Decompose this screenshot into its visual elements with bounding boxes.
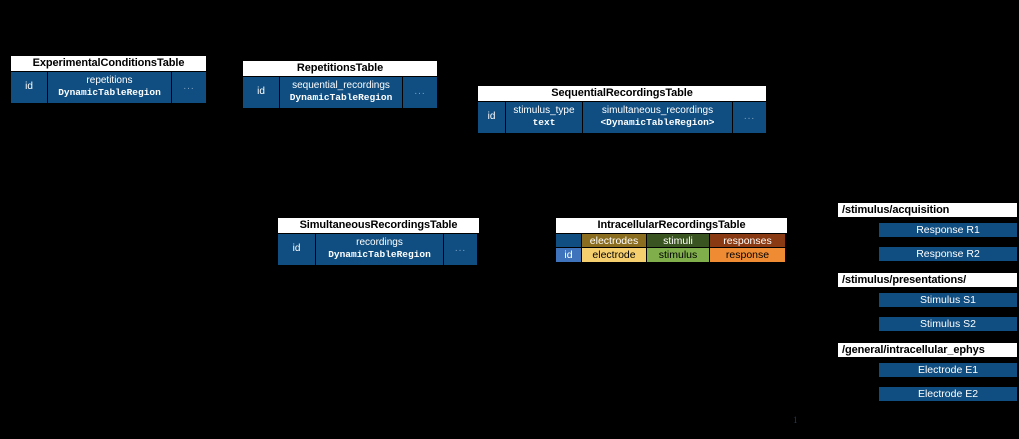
simultaneous-recordings-table: SimultaneousRecordingsTable id recording… — [277, 217, 480, 266]
column-recordings: recordings DynamicTableRegion — [316, 234, 444, 265]
sequential-recordings-table: SequentialRecordingsTable id stimulus_ty… — [477, 85, 767, 134]
stimulus-acquisition-panel: /stimulus/acquisition Response R1 Respon… — [837, 202, 1018, 262]
column-stimulus: stimulus — [647, 248, 710, 262]
simultaneous-recordings-table-title: SimultaneousRecordingsTable — [277, 217, 480, 233]
column-more: ... — [172, 72, 206, 103]
column-id: id — [243, 77, 280, 108]
stimulus-acquisition-panel-header: /stimulus/acquisition — [837, 202, 1018, 218]
stimulus-acquisition-items: Response R1 Response R2 — [878, 222, 1018, 262]
column-response: response — [710, 248, 785, 262]
column-stimulus-type: stimulus_type text — [506, 102, 583, 133]
column-simultaneous-recordings: simultaneous_recordings <DynamicTableReg… — [583, 102, 733, 133]
column-header-row: id electrode stimulus response — [556, 248, 787, 262]
category-id-spacer — [556, 234, 582, 248]
list-item-stimulus-s1[interactable]: Stimulus S1 — [878, 292, 1018, 308]
intracellular-recordings-table: IntracellularRecordingsTable electrodes … — [555, 217, 788, 263]
column-more: ... — [403, 77, 437, 108]
simultaneous-recordings-table-row: id recordings DynamicTableRegion ... — [277, 233, 480, 266]
column-id: id — [556, 248, 582, 262]
sequential-recordings-table-row: id stimulus_type text simultaneous_recor… — [477, 101, 767, 134]
column-repetitions: repetitions DynamicTableRegion — [48, 72, 172, 103]
column-id: id — [278, 234, 316, 265]
list-item-electrode-e2[interactable]: Electrode E2 — [878, 386, 1018, 402]
column-sequential-recordings: sequential_recordings DynamicTableRegion — [280, 77, 403, 108]
column-more: ... — [733, 102, 766, 133]
list-item-response-r1[interactable]: Response R1 — [878, 222, 1018, 238]
list-item-stimulus-s2[interactable]: Stimulus S2 — [878, 316, 1018, 332]
category-header-row: electrodes stimuli responses — [556, 234, 787, 248]
page-marker: 1 — [793, 415, 798, 425]
intracellular-recordings-grid: electrodes stimuli responses id electrod… — [555, 233, 788, 263]
column-id: id — [478, 102, 506, 133]
category-electrodes: electrodes — [582, 234, 647, 248]
repetitions-table-title: RepetitionsTable — [242, 60, 438, 76]
sequential-recordings-table-title: SequentialRecordingsTable — [477, 85, 767, 101]
experimental-conditions-table: ExperimentalConditionsTable id repetitio… — [10, 55, 207, 104]
stimulus-presentations-panel-header: /stimulus/presentations/ — [837, 272, 1018, 288]
intracellular-recordings-table-title: IntracellularRecordingsTable — [555, 217, 788, 233]
general-intracellular-ephys-panel: /general/intracellular_ephys Electrode E… — [837, 342, 1018, 402]
stimulus-presentations-items: Stimulus S1 Stimulus S2 — [878, 292, 1018, 332]
column-electrode: electrode — [582, 248, 647, 262]
experimental-conditions-table-title: ExperimentalConditionsTable — [10, 55, 207, 71]
list-item-response-r2[interactable]: Response R2 — [878, 246, 1018, 262]
column-more: ... — [444, 234, 477, 265]
column-id: id — [11, 72, 48, 103]
general-intracellular-ephys-items: Electrode E1 Electrode E2 — [878, 362, 1018, 402]
repetitions-table: RepetitionsTable id sequential_recording… — [242, 60, 438, 109]
repetitions-table-row: id sequential_recordings DynamicTableReg… — [242, 76, 438, 109]
list-item-electrode-e1[interactable]: Electrode E1 — [878, 362, 1018, 378]
stimulus-presentations-panel: /stimulus/presentations/ Stimulus S1 Sti… — [837, 272, 1018, 332]
category-stimuli: stimuli — [647, 234, 710, 248]
general-intracellular-ephys-panel-header: /general/intracellular_ephys — [837, 342, 1018, 358]
category-responses: responses — [710, 234, 785, 248]
experimental-conditions-table-row: id repetitions DynamicTableRegion ... — [10, 71, 207, 104]
